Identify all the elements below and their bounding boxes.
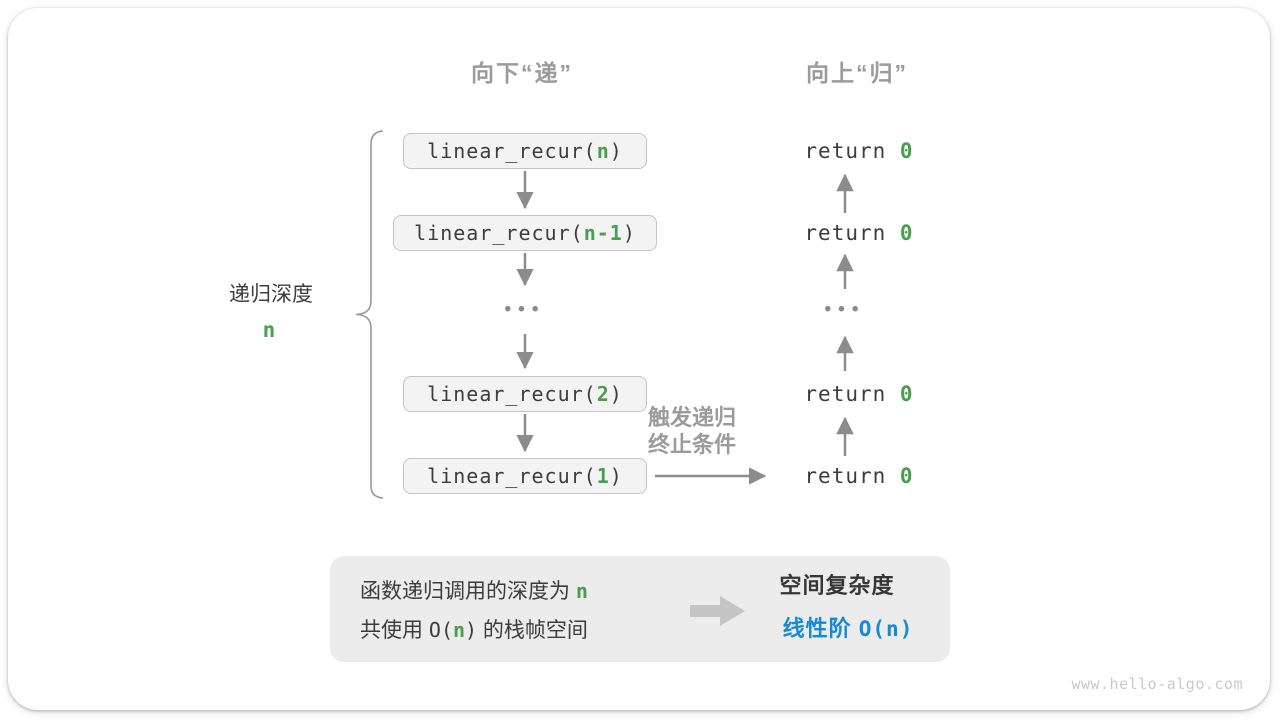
summary-line1: 函数递归调用的深度为 n <box>360 572 588 611</box>
call-arg: n <box>596 139 610 163</box>
depth-label: 递归深度 <box>229 283 313 306</box>
return-value: 0 <box>899 382 914 406</box>
call-close: ) <box>609 382 623 406</box>
return-value: 0 <box>899 221 914 245</box>
return-value: 0 <box>899 464 914 488</box>
summary-left-text: 函数递归调用的深度为 n 共使用 O(n) 的栈帧空间 <box>360 572 588 650</box>
call-close: ) <box>609 464 623 488</box>
return-statement: return 0 <box>804 221 913 245</box>
call-close: ) <box>609 139 623 163</box>
return-keyword: return <box>804 139 900 163</box>
call-close: ) <box>622 221 636 245</box>
summary-line2-var: n <box>452 618 466 642</box>
heading-recurse-down: 向下“递” <box>471 60 573 86</box>
summary-box <box>330 556 950 662</box>
call-box-n: linear_recur(n) <box>403 133 647 169</box>
return-statement: return 0 <box>804 382 913 406</box>
call-arg: 1 <box>596 464 610 488</box>
space-complexity-title: 空间复杂度 <box>779 573 895 598</box>
call-fn: linear_recur( <box>427 464 597 488</box>
call-arg: n-1 <box>583 221 623 245</box>
trigger-caption: 触发递归 终止条件 <box>648 404 736 458</box>
implies-arrow-icon <box>690 596 745 626</box>
space-complexity-result: 线性阶 O(n) <box>783 611 914 643</box>
result-cjk: 线性阶 <box>782 616 859 641</box>
call-arg: 2 <box>596 382 610 406</box>
summary-line1-var: n <box>575 579 588 603</box>
ellipsis-down: ••• <box>504 299 546 320</box>
summary-line2-code-close: ) <box>465 618 478 642</box>
trigger-line2: 终止条件 <box>647 432 737 457</box>
return-keyword: return <box>804 221 900 245</box>
call-box-1: linear_recur(1) <box>403 458 647 494</box>
return-keyword: return <box>804 464 900 488</box>
summary-line2-code-open: O( <box>428 618 453 642</box>
summary-line2-post: 的栈帧空间 <box>477 619 588 642</box>
return-keyword: return <box>804 382 900 406</box>
return-statement: return 0 <box>804 464 913 488</box>
call-fn: linear_recur( <box>414 221 584 245</box>
return-statement: return 0 <box>804 139 913 163</box>
depth-variable: n <box>262 318 276 342</box>
call-box-2: linear_recur(2) <box>403 376 647 412</box>
call-fn: linear_recur( <box>427 139 597 163</box>
return-value: 0 <box>899 139 914 163</box>
call-box-n-minus-1: linear_recur(n-1) <box>393 215 657 251</box>
trigger-line1: 触发递归 <box>647 405 737 430</box>
summary-line1-text: 函数递归调用的深度为 <box>360 580 576 603</box>
heading-return-up: 向上“归” <box>806 60 908 86</box>
call-fn: linear_recur( <box>427 382 597 406</box>
ellipsis-up: ••• <box>824 299 866 320</box>
summary-line2: 共使用 O(n) 的栈帧空间 <box>360 611 588 650</box>
result-code: O(n) <box>858 617 914 641</box>
watermark: www.hello-algo.com <box>1071 675 1243 693</box>
summary-line2-pre: 共使用 <box>360 619 429 642</box>
